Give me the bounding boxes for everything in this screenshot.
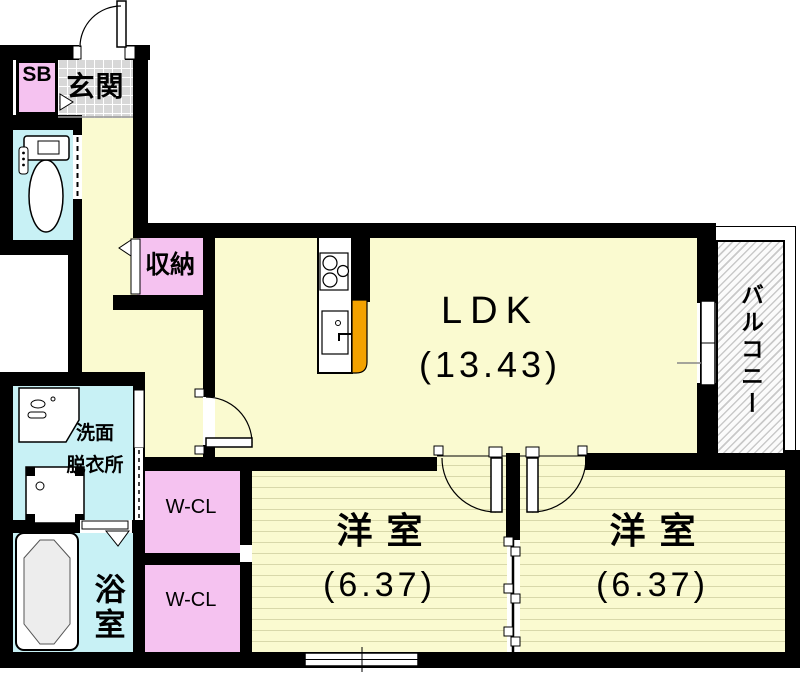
entrance-label: 玄関 xyxy=(66,71,125,102)
closet-upper-label: W-CL xyxy=(165,496,217,518)
wall-ldk-right-lower xyxy=(697,383,716,465)
closet-lower-floor xyxy=(142,565,240,652)
closet-upper-floor xyxy=(142,470,240,555)
washroom-floor xyxy=(13,386,133,522)
bedroom-right-size: (6.37) xyxy=(596,566,709,604)
wall-ldk-right-upper xyxy=(697,223,716,303)
shoe-box-label: SB xyxy=(22,63,52,86)
wall-hall-ldk xyxy=(203,225,215,397)
bedroom-right-label: 洋室 xyxy=(609,510,710,551)
wall-toilet-bottom xyxy=(0,240,82,255)
bathroom-label: 浴室 xyxy=(89,573,125,643)
wall-bedroom-divider-stub xyxy=(506,453,520,540)
wall-ldk-top xyxy=(148,223,716,238)
wall-entrance-top xyxy=(0,45,150,60)
bedroom-right-floor xyxy=(520,455,785,652)
ldk-label: LDK xyxy=(441,290,539,332)
wall-hall-ldk-stub xyxy=(203,445,215,459)
wall-washroom-top xyxy=(0,372,140,386)
shoe-box xyxy=(16,60,58,115)
wall-entrance-right xyxy=(133,45,148,238)
washroom-label-line1: 洗面 xyxy=(75,423,114,444)
balcony-floor xyxy=(716,240,785,455)
wall-bath-divider xyxy=(13,520,133,533)
wall-bedrooms-top-right xyxy=(585,453,785,470)
wall-left-lower xyxy=(0,372,13,668)
closet-door-gap xyxy=(240,545,252,562)
bedroom-left-floor xyxy=(252,455,507,652)
wall-bedrooms-top-left xyxy=(133,457,437,471)
wall-kitchen-stub xyxy=(352,228,370,302)
entrance-opening xyxy=(79,45,125,60)
wall-hall-left xyxy=(68,240,82,380)
hallway-floor xyxy=(75,118,140,372)
bedroom-left-label: 洋室 xyxy=(336,510,437,551)
ldk-floor xyxy=(215,238,697,457)
wall-storage-bottom xyxy=(113,295,215,310)
wall-toilet-top xyxy=(13,115,73,130)
washroom-label-line2: 脱衣所 xyxy=(66,455,124,476)
wall-bottom xyxy=(0,652,800,668)
storage-label: 収納 xyxy=(144,251,195,279)
bedroom-left-size: (6.37) xyxy=(323,566,436,604)
toilet-floor xyxy=(13,130,73,242)
closet-lower-label: W-CL xyxy=(165,589,217,611)
wall-closet-divider xyxy=(133,553,252,565)
wall-right xyxy=(785,450,800,668)
ldk-size: (13.43) xyxy=(418,344,562,385)
storage-floor xyxy=(137,238,203,296)
wall-toilet-right xyxy=(73,115,82,245)
hallway-floor-lower xyxy=(140,310,215,460)
wall-left-upper xyxy=(0,45,13,255)
balcony-label: バルコニー xyxy=(737,282,764,418)
